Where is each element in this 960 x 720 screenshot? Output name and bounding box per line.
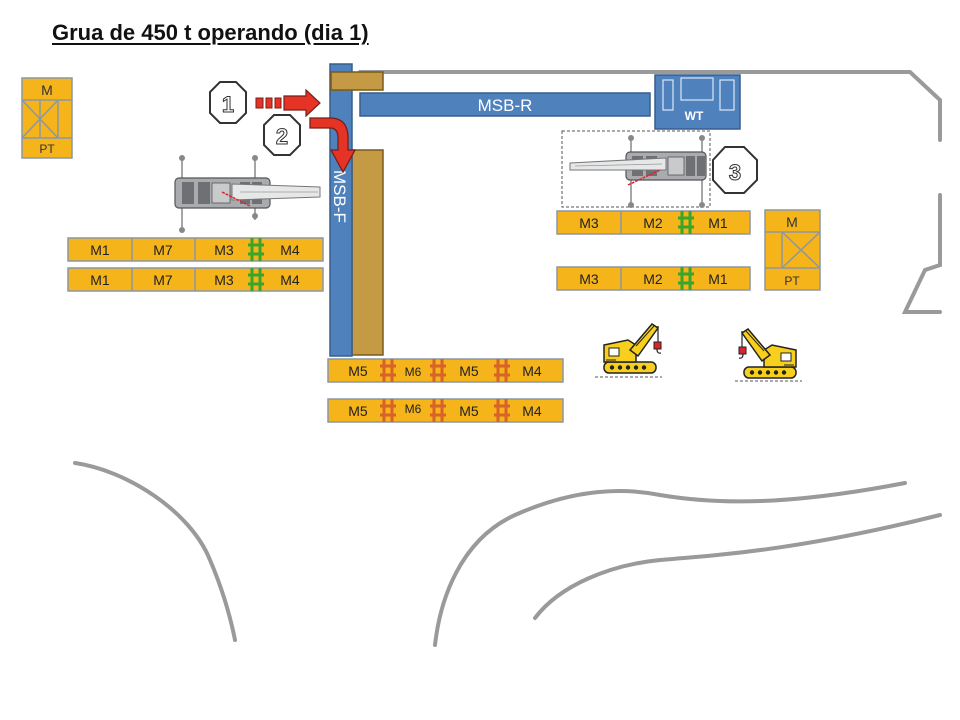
red-arrow-icon: [309, 117, 357, 174]
module-label: M5: [348, 403, 368, 419]
site-boundary: [73, 70, 942, 647]
module-label: M2: [643, 215, 663, 231]
boundary-top: [358, 70, 942, 142]
module-label: M4: [280, 272, 300, 288]
module-row-left-2: M1 M7 M3 M4: [67, 267, 324, 292]
module-label: M7: [153, 242, 173, 258]
page-title: Grua de 450 t operando (dia 1): [52, 20, 369, 45]
msb-f-label: MSB-F: [330, 170, 349, 223]
crawler-crane-icon: [735, 328, 802, 382]
octagon-number-icon: [209, 81, 247, 124]
module-row-right-2: M3 M2 M1: [556, 266, 751, 291]
red-arrow-icon: [255, 88, 321, 118]
octagon-number-icon: [263, 114, 301, 156]
boundary-bottom-lower: [533, 513, 942, 620]
module-row-left-1: M1 M7 M3 M4: [67, 237, 324, 262]
wt-label: WT: [685, 109, 704, 123]
module-label: M5: [459, 363, 479, 379]
crawler-crane-icon: [595, 323, 662, 378]
boundary-right: [901, 193, 942, 314]
step-number: 3: [729, 160, 741, 185]
mpt-block-right: M PT: [764, 209, 821, 291]
module-label: M4: [522, 403, 542, 419]
brown-beam: [351, 149, 384, 356]
module-label: M6: [405, 365, 422, 379]
module-label: M1: [708, 215, 728, 231]
boundary-left-curve: [73, 461, 237, 642]
step-marker-3: 3: [712, 146, 758, 194]
mpt-block-m-label: M: [41, 82, 53, 98]
step-marker-1: 1: [209, 81, 247, 124]
module-label: M5: [348, 363, 368, 379]
step-marker-2: 2: [263, 114, 301, 156]
module-label: M1: [90, 272, 110, 288]
module-label: M1: [708, 271, 728, 287]
step-number: 2: [276, 124, 288, 149]
mpt-block-m-label: M: [786, 214, 798, 230]
module-label: M4: [280, 242, 300, 258]
module-label: M4: [522, 363, 542, 379]
module-row-bottom-1: M5 M6 M5 M4: [327, 358, 564, 383]
module-label: M6: [405, 402, 422, 416]
module-label: M3: [214, 272, 234, 288]
msb-r-label: MSB-R: [478, 96, 533, 115]
boundary-bottom-arc: [433, 481, 907, 647]
mobile-crane-topview-icon: [174, 155, 321, 233]
mobile-crane-topview-icon: [561, 130, 711, 208]
module-label: M3: [214, 242, 234, 258]
module-row-bottom-2: M5 M6 M5 M4: [327, 398, 564, 423]
wt-block: WT: [654, 74, 741, 130]
module-row-right-1: M3 M2 M1: [556, 210, 751, 235]
brown-cap: [330, 71, 384, 91]
step-number: 1: [222, 92, 234, 117]
module-label: M5: [459, 403, 479, 419]
octagon-number-icon: [712, 146, 758, 194]
module-label: M2: [643, 271, 663, 287]
mpt-block-top-left: M PT: [21, 77, 73, 159]
module-label: M1: [90, 242, 110, 258]
module-label: M3: [579, 215, 599, 231]
module-label: M3: [579, 271, 599, 287]
msb-r-beam: [359, 92, 651, 117]
mpt-block-pt-label: PT: [39, 142, 55, 156]
module-label: M7: [153, 272, 173, 288]
mpt-block-pt-label: PT: [784, 274, 800, 288]
